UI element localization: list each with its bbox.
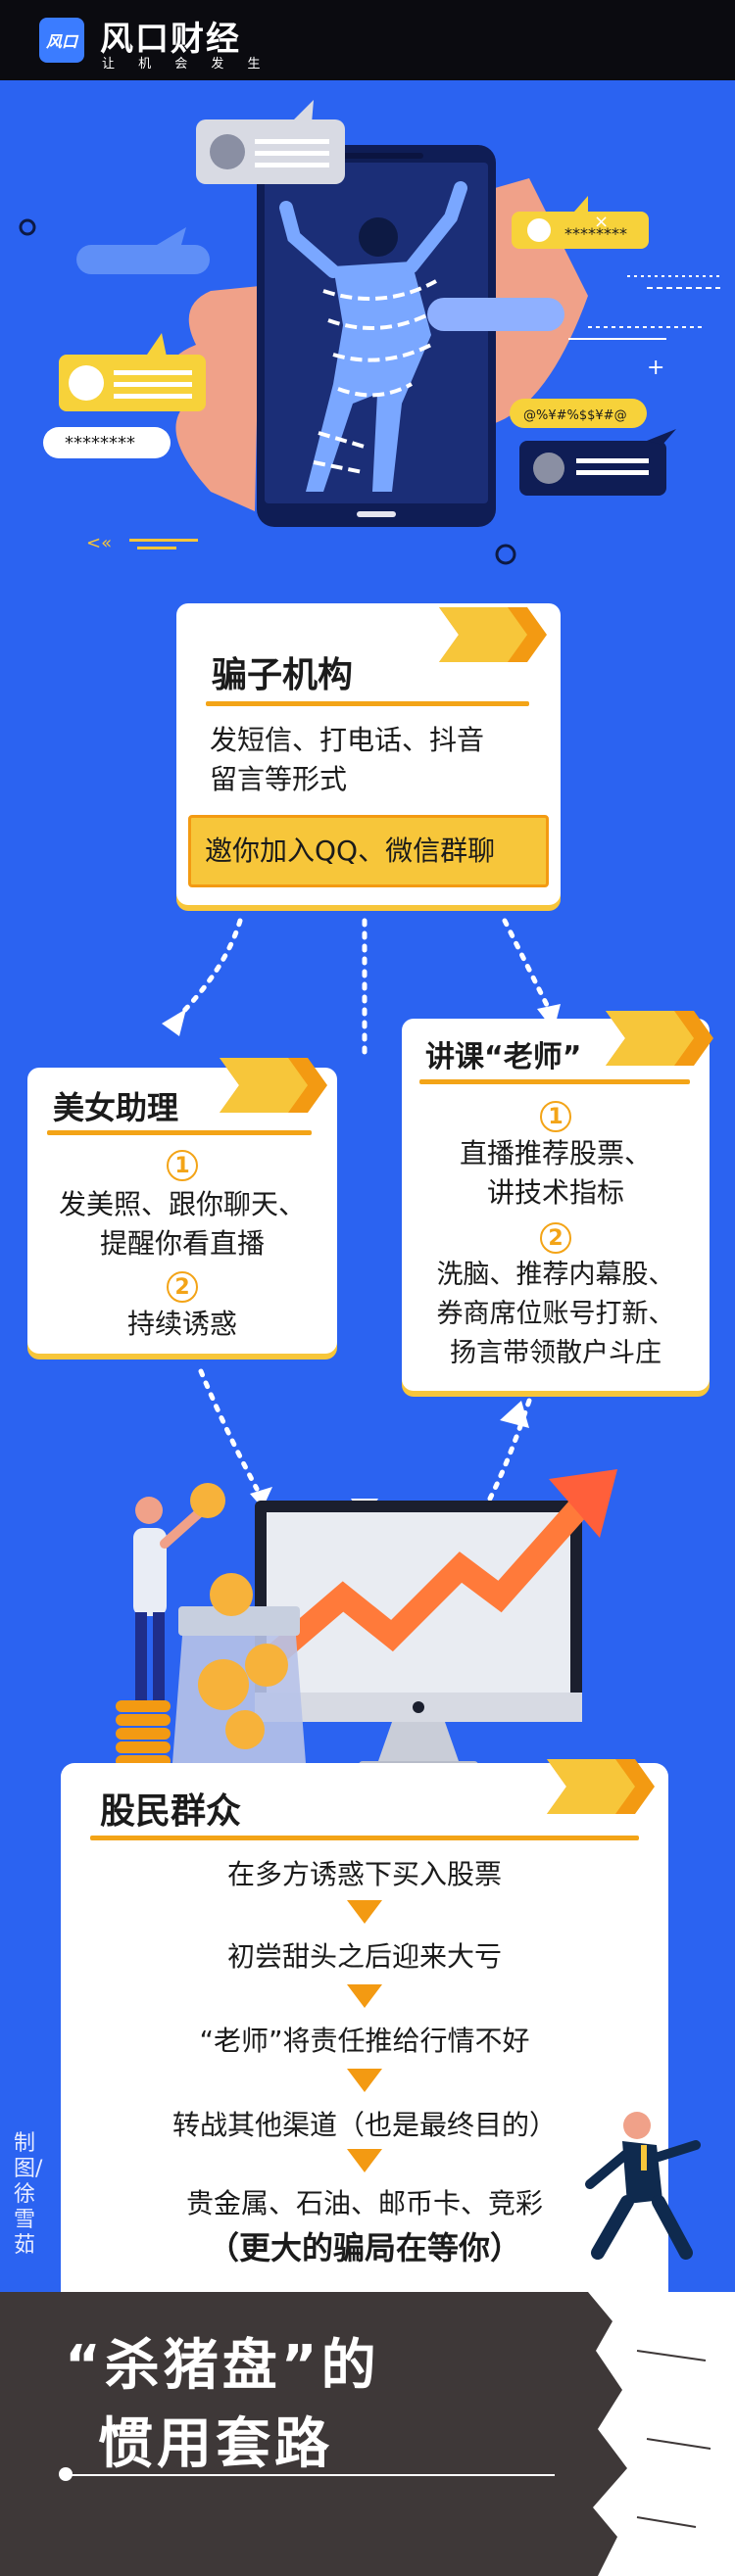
credit-text: 制图/徐雪茹 [14, 2131, 43, 2258]
svg-text:×: × [594, 212, 609, 232]
down-arrow-icon [347, 1900, 382, 1924]
teacher-card: 讲课“老师” 1 直播推荐股票、 讲技术指标 2 洗脑、推荐内幕股、 券商席位账… [402, 1011, 713, 1391]
down-arrow-icon [347, 1984, 382, 2008]
investor-step-4: 转战其他渠道（也是最终目的） [172, 2109, 557, 2141]
beauty-step1: 发美照、跟你聊天、 提醒你看直播 [58, 1188, 306, 1260]
footer-title-line1: “杀猪盘”的 [65, 2334, 380, 2398]
svg-text:<«: <« [86, 533, 112, 553]
brand-slogan: 让 机 会 发 生 [102, 57, 270, 72]
title-underline [90, 1836, 639, 1840]
investors-card: 股民群众 在多方诱惑下买入股票 初尝甜头之后迎来大亏 “老师”将责任推给行情不好… [61, 1759, 668, 2312]
footer-dot [59, 2467, 73, 2481]
orange-tag-icon [220, 1058, 327, 1113]
flow-arrows-bottom [198, 1368, 532, 1508]
teacher-step1: 直播推荐股票、 讲技术指标 [459, 1137, 652, 1209]
hero-illustration: <« ******** ******** @%¥#%$$¥#@ + × [19, 100, 720, 565]
orange-tag-icon [547, 1759, 655, 1814]
investor-step-3: “老师”将责任推给行情不好 [199, 2025, 530, 2057]
down-arrow-icon [347, 2149, 382, 2172]
running-man-illustration [585, 2112, 701, 2260]
footer-title-line2: 惯用套路 [98, 2412, 333, 2476]
footer-divider [65, 2474, 555, 2476]
torn-paper-decoration [588, 2292, 735, 2576]
svg-text:+: + [647, 356, 664, 380]
beauty-title: 美女助理 [53, 1089, 179, 1126]
title-underline [47, 1130, 312, 1135]
investor-step-5: 贵金属、石油、邮币卡、竞彩 [185, 2187, 543, 2219]
step-number-badge: 1 [540, 1101, 571, 1132]
brand-logo: 风口 [39, 18, 84, 63]
step-number-badge: 1 [167, 1150, 198, 1181]
stock-monitor-illustration [116, 1469, 617, 1771]
investors-title: 股民群众 [100, 1791, 242, 1832]
scam-org-desc: 发短信、打电话、抖音 留言等形式 [210, 724, 485, 795]
orange-tag-icon [606, 1011, 713, 1066]
beauty-card: 美女助理 1 发美照、跟你聊天、 提醒你看直播 2 持续诱惑 [27, 1058, 337, 1354]
orange-tag-icon [439, 607, 547, 662]
scam-org-highlight: 邀你加入QQ、微信群聊 [188, 815, 549, 887]
footer-banner: “杀猪盘”的 惯用套路 [0, 2292, 735, 2576]
teacher-step2: 洗脑、推荐内幕股、 券商席位账号打新、 扬言带领散户斗庄 [436, 1260, 675, 1368]
top-bar: 风口 风口财经 让 机 会 发 生 [0, 0, 735, 80]
bubble-stars-top: ******** [564, 224, 627, 243]
investor-step-2: 初尝甜头之后迎来大亏 [226, 1940, 502, 1973]
scam-org-title: 骗子机构 [212, 655, 354, 695]
title-underline [419, 1079, 690, 1084]
teacher-title: 讲课“老师” [425, 1040, 582, 1074]
scam-org-highlight-text: 邀你加入QQ、微信群聊 [205, 835, 496, 867]
bubble-stars-left: ******** [65, 433, 135, 453]
bubble-code: @%¥#%$$¥#@ [523, 408, 627, 423]
investor-step-1: 在多方诱惑下买入股票 [226, 1858, 502, 1890]
investor-emphasis: （更大的骗局在等你） [207, 2229, 521, 2266]
scam-org-card: 骗子机构 发短信、打电话、抖音 留言等形式 邀你加入QQ、微信群聊 [176, 603, 561, 905]
step-number-badge: 2 [167, 1271, 198, 1303]
brand-name: 风口财经 [100, 20, 241, 59]
down-arrow-icon [347, 2069, 382, 2092]
beauty-step2: 持续诱惑 [126, 1308, 237, 1340]
step-number-badge: 2 [540, 1222, 571, 1254]
title-underline [206, 701, 529, 706]
